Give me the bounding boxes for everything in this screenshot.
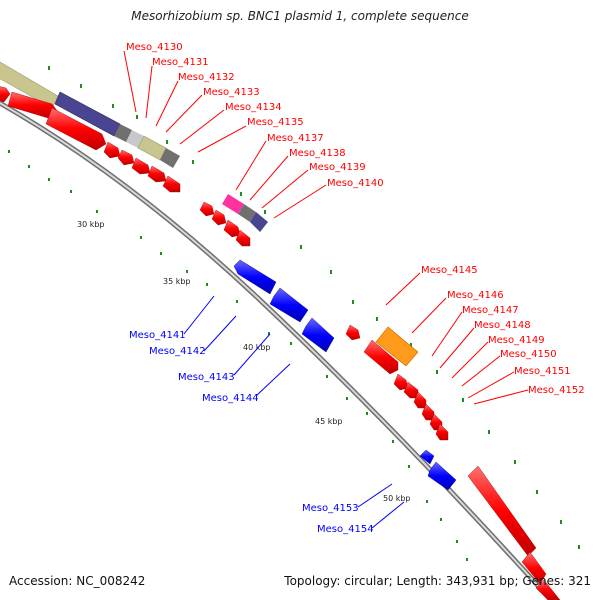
gene-label: Meso_4135 [247, 117, 304, 128]
gene-label: Meso_4130 [126, 42, 183, 53]
gene-label: Meso_4145 [421, 265, 478, 276]
gene-arrow [45, 107, 107, 151]
gene-label: Meso_4152 [528, 385, 585, 396]
gene-arrow [103, 141, 121, 159]
feature-gray-2 [160, 148, 180, 168]
leader-lines-blue [183, 295, 405, 529]
scale-label: 30 kbp [77, 220, 105, 229]
feature-magenta [222, 194, 244, 214]
gene-label: Meso_4138 [289, 148, 346, 159]
gene-arrow [233, 259, 277, 295]
gene-label: Meso_4150 [500, 349, 557, 360]
gene-arrow [131, 157, 151, 175]
gene-arrow [117, 149, 135, 166]
gene-arrow [345, 324, 361, 341]
leader-lines-red [123, 50, 529, 405]
gene-label: Meso_4147 [462, 305, 519, 316]
gene-arrow [269, 287, 309, 323]
gene-label: Meso_4133 [203, 87, 260, 98]
gene-label: Meso_4142 [149, 346, 206, 357]
feature-lightgray-1 [126, 130, 144, 148]
feature-slate-2 [250, 212, 268, 232]
gene-arrow [235, 229, 251, 247]
gene-label: Meso_4137 [267, 133, 324, 144]
gene-labels-bottom: Meso_4153 Meso_4154 [302, 503, 374, 535]
gene-label: Meso_4144 [202, 393, 259, 404]
scale-label: 50 kbp [383, 494, 411, 503]
scale-label: 35 kbp [163, 277, 191, 286]
gene-arrow [419, 449, 435, 465]
gene-label: Meso_4141 [129, 330, 186, 341]
gene-label: Meso_4153 [302, 503, 359, 514]
feature-orange [375, 326, 419, 367]
gene-label: Meso_4139 [309, 162, 366, 173]
gene-arrow [0, 86, 11, 103]
gene-arrow [199, 201, 215, 217]
gc-skew-ticks [8, 66, 580, 561]
gene-label: Meso_4149 [488, 335, 545, 346]
gene-arrow [162, 175, 181, 193]
gene-arrow [467, 465, 537, 557]
feature-khaki-1 [0, 61, 59, 109]
backbone [0, 100, 555, 600]
gene-arrow [421, 403, 435, 421]
gene-arrow [413, 391, 427, 409]
topology-summary: Topology: circular; Length: 343,931 bp; … [284, 574, 591, 588]
gene-arrow [403, 381, 419, 399]
feature-gray-1 [114, 124, 132, 142]
gene-label: Meso_4154 [317, 524, 374, 535]
feature-band [0, 61, 419, 367]
gene-arrow [535, 579, 561, 600]
feature-gray-3 [238, 204, 256, 222]
gene-labels-right: Meso_4145 Meso_4146 Meso_4147 Meso_4148 … [421, 265, 585, 396]
gene-labels-left: Meso_4141 Meso_4142 Meso_4143 Meso_4144 [129, 330, 259, 404]
gene-label: Meso_4132 [178, 72, 235, 83]
forward-genes [0, 86, 561, 600]
scale-label: 45 kbp [315, 417, 343, 426]
gene-label: Meso_4148 [474, 320, 531, 331]
reverse-genes [233, 259, 457, 491]
accession-label: Accession: NC_008242 [9, 574, 146, 588]
gene-label: Meso_4151 [514, 366, 571, 377]
scale-label: 40 kbp [243, 343, 271, 352]
map-title: Mesorhizobium sp. BNC1 plasmid 1, comple… [131, 9, 469, 23]
gene-arrow [223, 219, 241, 238]
gene-arrow [211, 209, 227, 226]
gene-arrow [363, 339, 399, 375]
scale-labels: 30 kbp 35 kbp 40 kbp 45 kbp 50 kbp [77, 220, 411, 503]
gene-arrow [427, 461, 457, 491]
gene-arrow [301, 317, 335, 353]
gene-arrow [435, 423, 449, 441]
gene-label: Meso_4131 [152, 57, 209, 68]
gene-label: Meso_4146 [447, 290, 504, 301]
gene-label: Meso_4143 [178, 372, 235, 383]
gene-arrow [147, 165, 167, 183]
gene-label: Meso_4140 [327, 178, 384, 189]
gene-label: Meso_4134 [225, 102, 282, 113]
gene-arrow [393, 373, 409, 391]
gene-labels-top: Meso_4130 Meso_4131 Meso_4132 Meso_4133 … [126, 42, 384, 189]
